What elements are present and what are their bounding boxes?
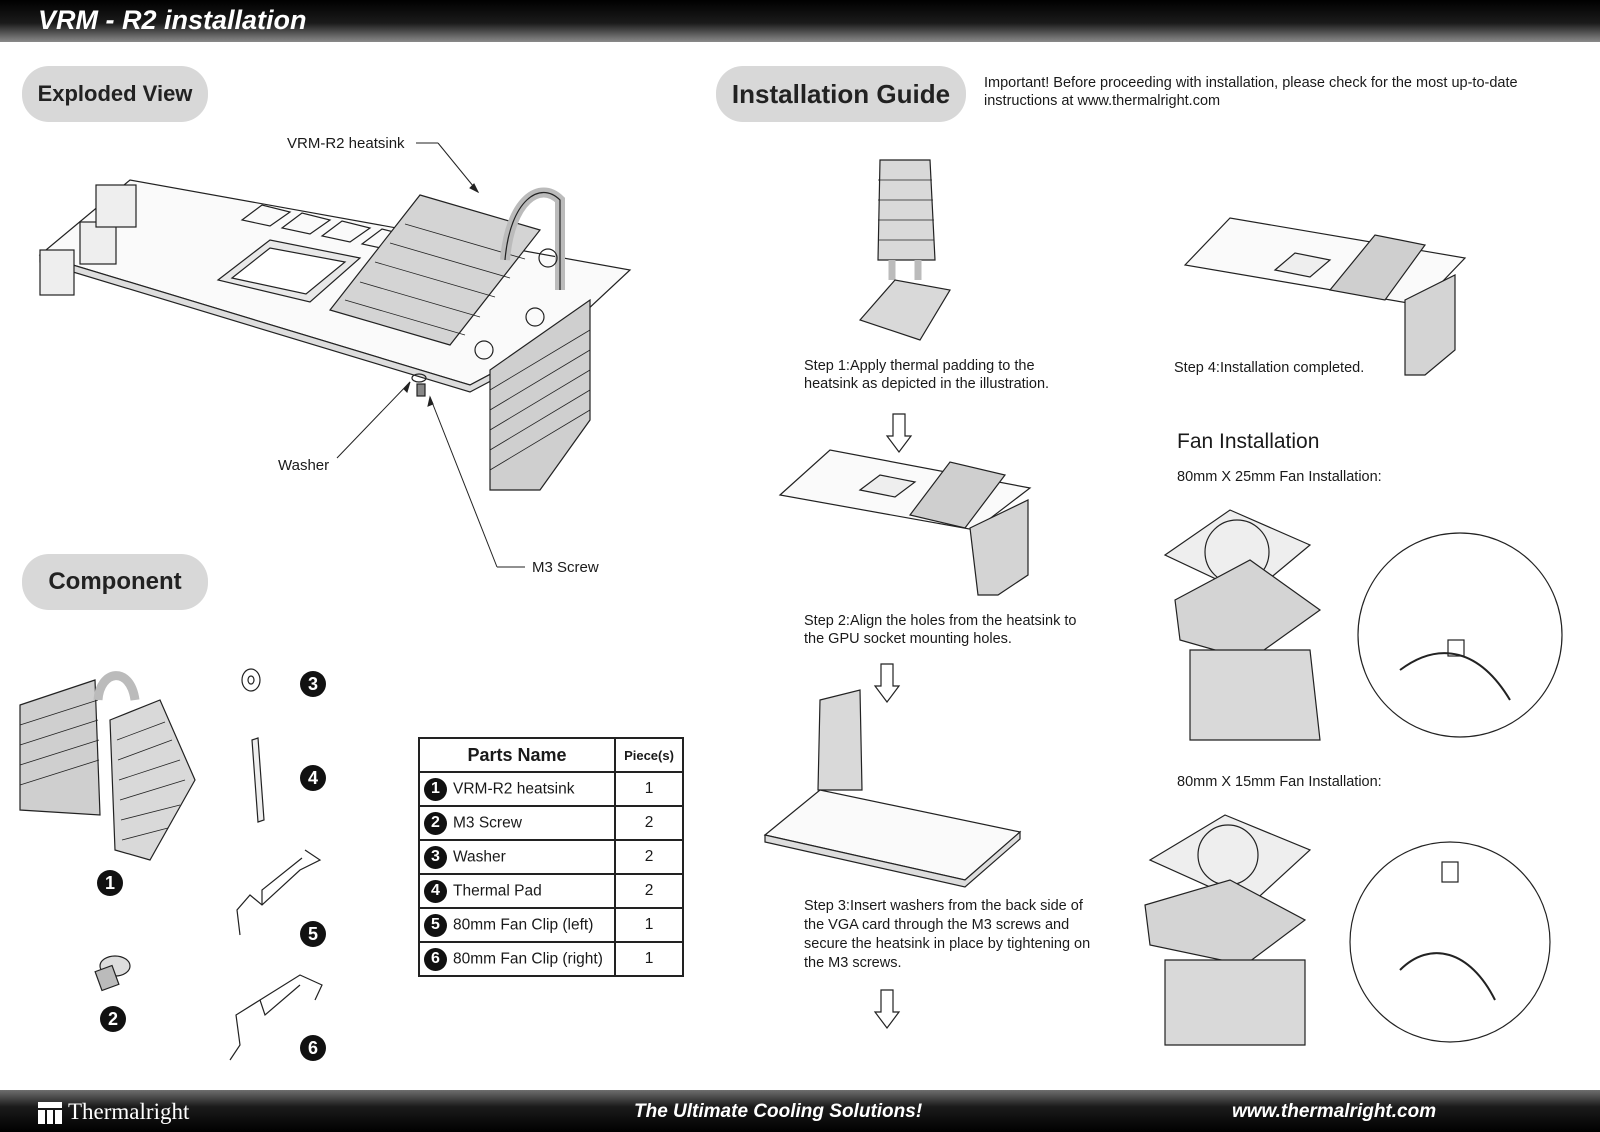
table-row: 3 Washer 2 [418, 839, 684, 875]
fan-installation-heading: Fan Installation [1177, 430, 1320, 453]
part-name-cell: 6 80mm Fan Clip (right) [418, 941, 616, 977]
exploded-view-illustration [38, 142, 632, 568]
installation-illustrations [763, 159, 1563, 1046]
part-name-cell: 2 M3 Screw [418, 805, 616, 841]
important-note: Important! Before proceeding with instal… [984, 75, 1518, 109]
part-name: Washer [453, 848, 506, 866]
part-number-badge: 1 [424, 777, 447, 801]
part-name: 80mm Fan Clip (right) [453, 950, 603, 968]
part-qty: 1 [614, 771, 684, 807]
header-bar: VRM - R2 installation [0, 0, 1600, 42]
footer-slogan: The Ultimate Cooling Solutions! [634, 1101, 923, 1122]
table-header-row: Parts Name Piece(s) [418, 737, 684, 773]
table-row: 6 80mm Fan Clip (right) 1 [418, 941, 684, 977]
component-illustrations [19, 668, 323, 1061]
header-pieces: Piece(s) [614, 737, 684, 773]
label-washer: Washer [278, 457, 330, 474]
exploded-view-heading: Exploded View [22, 66, 208, 122]
parts-table: Parts Name Piece(s) 1 VRM-R2 heatsink 1 2… [418, 737, 684, 977]
part-name-cell: 5 80mm Fan Clip (left) [418, 907, 616, 943]
part-name-cell: 1 VRM-R2 heatsink [418, 771, 616, 807]
component-number-4: 4 [300, 765, 326, 791]
footer-url[interactable]: www.thermalright.com [1232, 1101, 1437, 1122]
component-number-1: 1 [97, 870, 123, 896]
footer-brand: Thermalright [68, 1099, 190, 1124]
exploded-view-heading-text: Exploded View [37, 81, 193, 106]
part-qty: 2 [614, 839, 684, 875]
part-qty: 2 [614, 805, 684, 841]
part-name: 80mm Fan Clip (left) [453, 916, 594, 934]
step-2-text: Step 2:Align the holes from the heatsink… [804, 613, 1077, 647]
label-heatsink: VRM-R2 heatsink [287, 135, 405, 152]
installation-guide-heading: Installation Guide [716, 66, 966, 122]
part-qty: 1 [614, 907, 684, 943]
header-parts-name: Parts Name [418, 737, 616, 773]
table-row: 4 Thermal Pad 2 [418, 873, 684, 909]
component-number-6: 6 [300, 1035, 326, 1061]
part-name: M3 Screw [453, 814, 522, 832]
part-qty: 2 [614, 873, 684, 909]
part-number-badge: 3 [424, 845, 447, 869]
part-number-badge: 6 [424, 947, 447, 971]
table-row: 5 80mm Fan Clip (left) 1 [418, 907, 684, 943]
installation-guide-heading-text: Installation Guide [731, 78, 951, 109]
label-m3-screw: M3 Screw [532, 559, 599, 576]
page-title: VRM - R2 installation [38, 5, 307, 35]
fan-15mm-subheading: 80mm X 15mm Fan Installation: [1177, 774, 1382, 790]
part-number-badge: 4 [424, 879, 447, 903]
component-heading: Component [22, 554, 208, 610]
fan-25mm-subheading: 80mm X 25mm Fan Installation: [1177, 469, 1382, 485]
footer-bar: Thermalright The Ultimate Cooling Soluti… [0, 1090, 1600, 1132]
component-number-5: 5 [300, 921, 326, 947]
component-number-3: 3 [300, 671, 326, 697]
part-name-cell: 4 Thermal Pad [418, 873, 616, 909]
table-row: 1 VRM-R2 heatsink 1 [418, 771, 684, 807]
step-1-text: Step 1:Apply thermal padding to the heat… [804, 358, 1050, 392]
part-number-badge: 5 [424, 913, 447, 937]
part-qty: 1 [614, 941, 684, 977]
part-name-cell: 3 Washer [418, 839, 616, 875]
step-3-text: Step 3:Insert washers from the back side… [804, 898, 1091, 971]
part-name: Thermal Pad [453, 882, 542, 900]
step-4-text: Step 4:Installation completed. [1174, 360, 1365, 376]
part-name: VRM-R2 heatsink [453, 780, 575, 798]
component-heading-text: Component [48, 568, 182, 595]
thermalright-logo-icon [38, 1102, 62, 1124]
part-number-badge: 2 [424, 811, 447, 835]
component-number-2: 2 [100, 1006, 126, 1032]
table-row: 2 M3 Screw 2 [418, 805, 684, 841]
